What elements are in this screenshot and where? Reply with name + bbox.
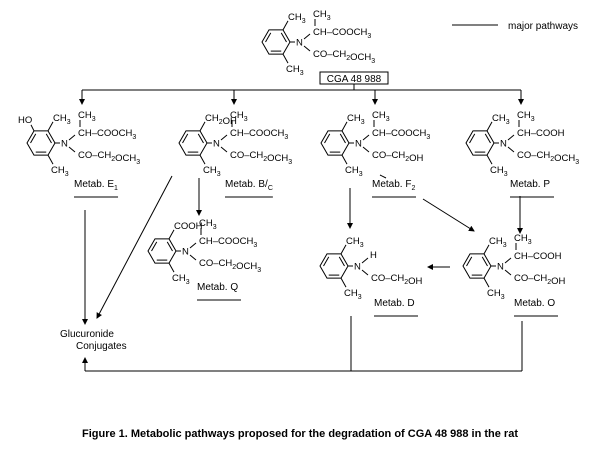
- nitrogen-atom: N: [213, 139, 220, 150]
- ortho-top-group: CH3: [288, 12, 306, 25]
- ortho-bottom-group: CH3: [490, 165, 508, 178]
- nitrogen-atom: N: [354, 262, 361, 273]
- metabolite-label-bc: Metab. B/C: [225, 179, 273, 198]
- acyl-chain: CO–CH2OCH3: [230, 150, 292, 166]
- ortho-bottom-group: CH3: [286, 64, 304, 77]
- alpha-chain: CH–COOH: [514, 251, 562, 262]
- sink-line1: Glucuronide: [60, 329, 114, 340]
- benzene-ring: [261, 29, 291, 55]
- legend: major pathways: [452, 21, 578, 32]
- meta-group: HO: [18, 115, 32, 126]
- legend-label: major pathways: [508, 21, 578, 32]
- ortho-bottom-group: CH3: [487, 288, 505, 301]
- benzene-ring: [320, 130, 350, 156]
- metabolite-name: Metab. O: [514, 298, 555, 309]
- metabolite-label-q: Metab. Q: [197, 282, 241, 301]
- alpha-methyl: CH3: [514, 233, 532, 246]
- alpha-methyl: CH3: [517, 110, 535, 123]
- benzene-ring: [319, 253, 349, 279]
- nitrogen-atom: N: [182, 247, 189, 258]
- benzene-ring: [465, 130, 495, 156]
- ortho-bottom-group: CH3: [345, 165, 363, 178]
- alpha-methyl: CH3: [78, 110, 96, 123]
- nitrogen-atom: N: [500, 139, 507, 150]
- ortho-bottom-group: CH3: [203, 165, 221, 178]
- nitrogen-atom: N: [497, 262, 504, 273]
- nitrogen-atom: N: [296, 38, 303, 49]
- benzene-ring: [462, 253, 492, 279]
- acyl-chain: CO–CH2OH: [371, 273, 423, 287]
- alpha-chain: CH–COOCH3: [313, 27, 371, 40]
- metabolite-name: Metab. B/C: [225, 179, 273, 192]
- metabolite-label-f2: Metab. F2: [372, 179, 416, 198]
- nitrogen-atom: N: [61, 139, 68, 150]
- ortho-top-group: CH3: [346, 236, 364, 249]
- arrow-f2-to-o: [422, 198, 475, 232]
- metabolite-name: Metab. E1: [74, 179, 118, 192]
- alpha-methyl: CH3: [372, 110, 390, 123]
- alpha-chain: CH–COOH: [517, 128, 565, 139]
- ortho-bottom-group: CH3: [51, 165, 69, 178]
- acyl-chain: CO–CH2OCH3: [313, 49, 375, 65]
- pathway-arrows: [79, 84, 524, 372]
- metabolite-name: Metab. P: [510, 179, 550, 190]
- glucuronide-conjugates: Glucuronide Conjugates: [60, 329, 127, 352]
- acyl-chain: CO–CH2OCH3: [517, 150, 579, 166]
- acyl-chain: CO–CH2OCH3: [78, 150, 140, 166]
- ortho-bottom-group: CH3: [344, 288, 362, 301]
- ortho-top-group: CH3: [489, 236, 507, 249]
- ortho-bottom-group: CH3: [172, 273, 190, 286]
- sink-line2: Conjugates: [76, 341, 127, 352]
- ortho-top-group: CH3: [347, 113, 365, 126]
- nh-hydrogen: H: [370, 250, 377, 261]
- acyl-chain: CO–CH2OH: [372, 150, 424, 164]
- f2-tick: [379, 174, 387, 179]
- alpha-methyl: CH3: [199, 218, 217, 231]
- parent-compound-name: CGA 48 988: [327, 74, 382, 85]
- ortho-top-group: CH3: [53, 113, 71, 126]
- benzene-ring: [178, 130, 208, 156]
- parent-compound-box: CGA 48 988: [319, 71, 389, 85]
- metabolite-name: Metab. F2: [372, 179, 415, 192]
- acyl-chain: CO–CH2OCH3: [199, 258, 261, 274]
- metabolite-label-p: Metab. P: [510, 179, 554, 198]
- alpha-methyl: CH3: [230, 110, 248, 123]
- ortho-top-group: CH3: [492, 113, 510, 126]
- metabolite-name: Metab. Q: [197, 282, 238, 293]
- metabolite-name: Metab. D: [374, 298, 415, 309]
- acyl-chain: CO–CH2OH: [514, 273, 566, 287]
- ortho-top-group: CH2OH: [205, 113, 237, 127]
- benzene-ring: [147, 238, 177, 264]
- metabolite-label-o: Metab. O: [514, 298, 558, 317]
- metabolite-label-d: Metab. D: [374, 298, 418, 317]
- ortho-top-group: COOH: [174, 221, 203, 232]
- alpha-chain: CH–COOCH3: [372, 128, 430, 141]
- nitrogen-atom: N: [355, 139, 362, 150]
- figure-caption: Figure 1. Metabolic pathways proposed fo…: [82, 428, 518, 440]
- alpha-chain: CH–COOCH3: [78, 128, 136, 141]
- arrow-bc-to-conjugates: [96, 175, 173, 319]
- metabolite-label-e1: Metab. E1: [74, 179, 119, 198]
- benzene-ring: [26, 130, 56, 156]
- alpha-chain: CH–COOCH3: [230, 128, 288, 141]
- alpha-methyl: CH3: [313, 9, 331, 22]
- alpha-chain: CH–COOCH3: [199, 236, 257, 249]
